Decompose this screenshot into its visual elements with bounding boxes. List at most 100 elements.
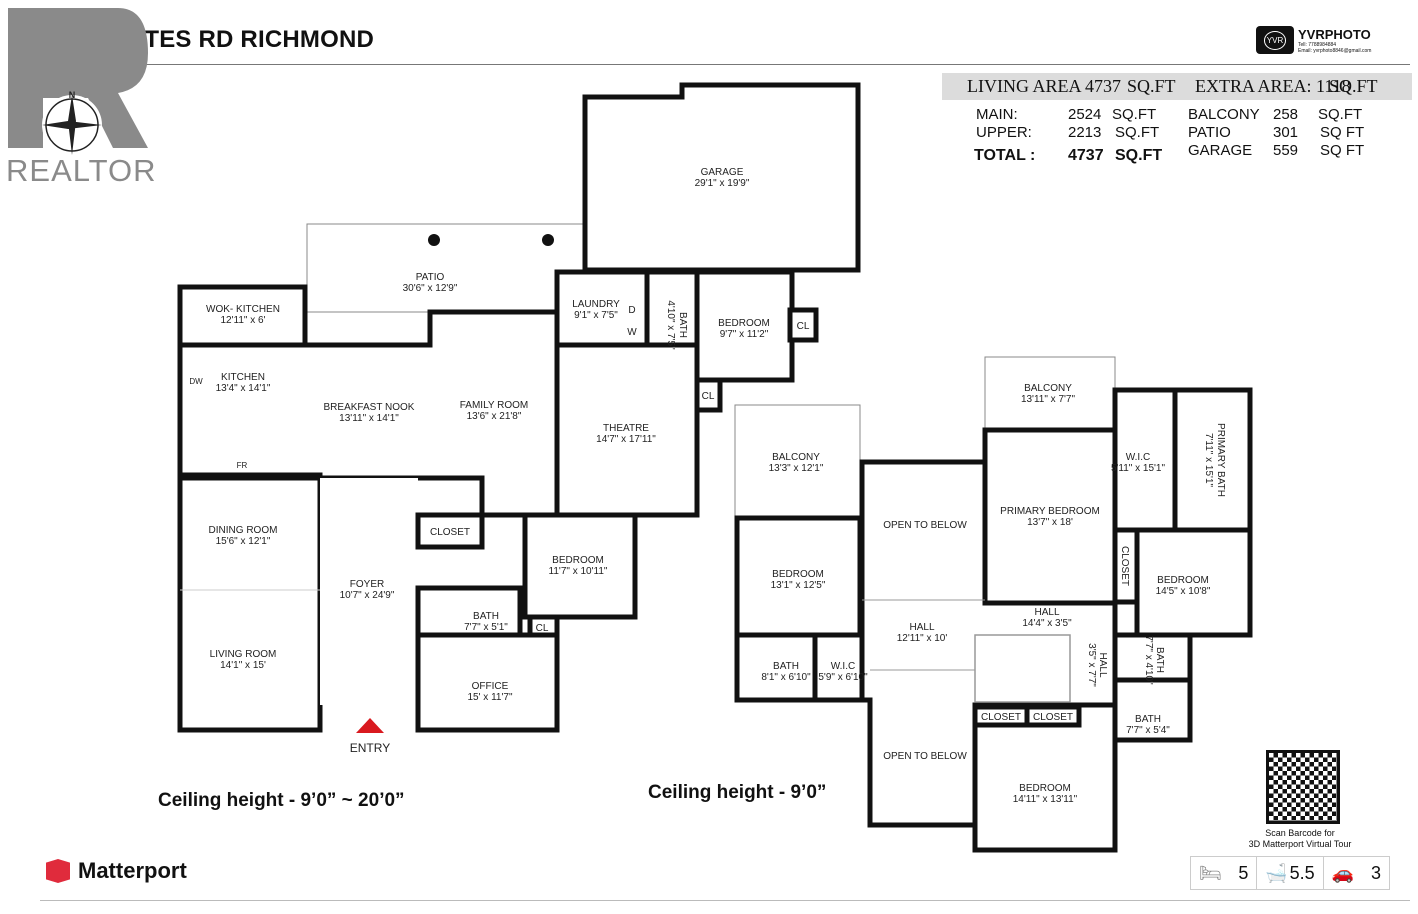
extra-unit: SQ FT — [1320, 142, 1365, 159]
area-summary-bar: LIVING AREA 4737 SQ.FT EXTRA AREA: 1118 … — [942, 73, 1412, 100]
bedroom-room — [522, 512, 638, 620]
room-dim: 14'11" x 13'11" — [1013, 794, 1078, 805]
living-area-unit: SQ.FT — [1127, 76, 1176, 96]
baths-stat: 🛁5.5 — [1257, 857, 1324, 889]
extra-label: GARAGE — [1188, 142, 1253, 159]
upper-floor-plan: BALCONY 13'3" x 12'1" BEDROOM 13'1" x 12… — [734, 356, 1253, 853]
room-name: FOYER — [350, 579, 384, 590]
room-name: BATH — [773, 661, 799, 672]
main-floor-plan: WOK- KITCHEN 12'11" x 6' GARAGE 29'1" x … — [177, 82, 861, 755]
bedroom-room — [734, 515, 863, 638]
room-name: WOK- KITCHEN — [206, 304, 280, 315]
matterport-logo: Matterport — [46, 858, 187, 884]
room-dim: 13'11" x 7'7" — [1021, 394, 1076, 405]
beds-count: 5 — [1238, 862, 1249, 883]
room-dim: 30'6" x 12'9" — [403, 283, 458, 294]
extra-label: BALCONY — [1188, 106, 1260, 123]
bedroom-room — [694, 269, 795, 383]
camera-badge: YVR — [1263, 30, 1287, 50]
room-dim: 5'11" x 15'1" — [1111, 463, 1166, 474]
room-name: PRIMARY BATH — [1215, 423, 1226, 497]
area-value: 2213 — [1068, 124, 1102, 141]
closet-label: CL — [797, 321, 810, 332]
room-name: OPEN TO BELOW — [883, 520, 967, 531]
room-name: THEATRE — [603, 423, 649, 434]
room-name: HALL — [1097, 652, 1108, 677]
room-dim: 13'11" x 14'1" — [339, 413, 399, 424]
room-dim: 10'7" x 24'9" — [340, 590, 395, 601]
room-dim: 13'1" x 12'5" — [771, 580, 826, 591]
tour-caption-line: Scan Barcode for — [1265, 828, 1335, 838]
photographer-email: Email: yvrphoto8846@gmail.com — [1298, 47, 1372, 54]
wok-kitchen-room — [177, 284, 308, 350]
room-dim: 7'7" x 5'1" — [464, 622, 508, 633]
room-name: BEDROOM — [1019, 783, 1071, 794]
room-name: BEDROOM — [718, 318, 770, 329]
room-dim: 11'7" x 10'11" — [549, 566, 608, 577]
room-name: W.I.C — [1126, 452, 1150, 463]
main-ceiling-height: Ceiling height - 9’0” ~ 20’0” — [158, 790, 405, 811]
room-name: OPEN TO BELOW — [883, 751, 967, 762]
area-label: UPPER: — [976, 124, 1032, 141]
room-name: BREAKFAST NOOK — [324, 402, 415, 413]
footer-divider — [40, 900, 1410, 901]
room-name: BALCONY — [1024, 383, 1072, 394]
room-name: PATIO — [416, 272, 445, 283]
closet-label: CLOSET — [430, 527, 470, 538]
room-dim: 14'7" x 17'11" — [596, 434, 656, 445]
primary-bedroom-room — [982, 427, 1118, 606]
closet-label: CLOSET — [981, 712, 1021, 723]
room-dim: 12'11" x 6' — [221, 315, 266, 326]
room-dim: 8'1" x 6'10" — [761, 672, 811, 683]
closet-label: CLOSET — [1119, 546, 1130, 586]
closet — [1024, 704, 1082, 728]
extra-unit: SQ FT — [1320, 124, 1365, 141]
extra-area-unit: SQ.FT — [1329, 76, 1378, 96]
area-unit: SQ.FT — [1112, 106, 1157, 123]
bath-room — [1112, 677, 1193, 743]
dishwasher-label: DW — [189, 377, 203, 386]
room-dim: 14'5" x 10'8" — [1156, 586, 1211, 597]
room-dim: 9'1" x 7'5" — [574, 310, 618, 321]
room-name: GARAGE — [701, 167, 744, 178]
dryer-label: D — [628, 305, 635, 316]
bedroom-room — [972, 702, 1118, 853]
photographer-logo: YVR YVRPHOTO Tell: 7788984884 Email: yvr… — [1256, 26, 1371, 54]
compass-north-label: N — [69, 90, 76, 100]
closet — [787, 307, 819, 343]
extra-unit: SQ.FT — [1318, 106, 1363, 123]
room-dim: 13'4" x 14'1" — [216, 383, 271, 394]
living-area: LIVING AREA 4737 — [967, 76, 1121, 96]
beds-stat: 🛏5 — [1191, 857, 1258, 889]
room-name: OFFICE — [472, 681, 509, 692]
room-dim: 14'1" x 15' — [220, 660, 266, 671]
room-dim: 5'9" x 6'10" — [818, 672, 868, 683]
room-dim: 15' x 11'7" — [468, 692, 513, 703]
closet — [694, 377, 723, 413]
room-name: LAUNDRY — [572, 299, 620, 310]
room-name: W.I.C — [831, 661, 855, 672]
bed-icon: 🛏 — [1199, 862, 1222, 883]
extra-label: PATIO — [1188, 124, 1231, 141]
room-name: HALL — [1034, 607, 1059, 618]
room-name: DINING ROOM — [209, 525, 278, 536]
room-dim: 9'7" x 11'2" — [720, 329, 769, 340]
room-dim: 15'6" x 12'1" — [216, 536, 271, 547]
room-dim: 7'11" x 15'1" — [1203, 433, 1214, 488]
room-dim: 13'3" x 12'1" — [769, 463, 824, 474]
extra-value: 559 — [1273, 142, 1299, 159]
property-stats: 🛏5 🛁5.5 🚗3 — [1190, 856, 1390, 890]
room-name: BALCONY — [772, 452, 820, 463]
bath-room — [415, 585, 523, 638]
room-dim: 14'4" x 3'5" — [1022, 618, 1072, 629]
room-dim: 3'5" x 7'7" — [1086, 643, 1097, 687]
closet-label: CL — [536, 623, 549, 634]
theatre-room — [554, 342, 700, 518]
extra-value: 258 — [1273, 106, 1299, 123]
qr-code[interactable] — [1266, 750, 1340, 824]
realtor-logo: N — [8, 8, 158, 188]
closet — [415, 512, 485, 550]
balcony-area — [984, 356, 1116, 431]
upper-ceiling-height: Ceiling height - 9’0” — [648, 782, 827, 803]
